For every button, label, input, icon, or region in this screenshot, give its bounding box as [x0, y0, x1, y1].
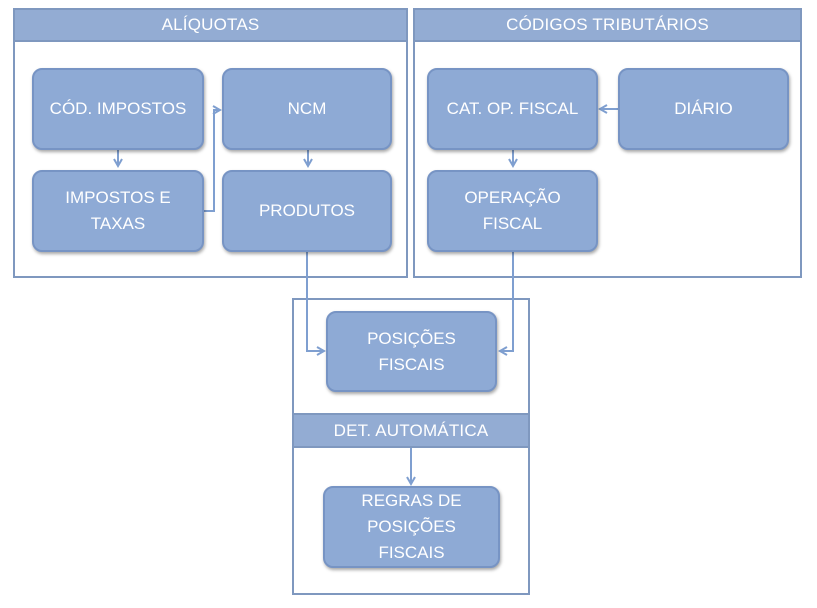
operacao-fiscal-label: OPERAÇÃO FISCAL [464, 188, 561, 233]
impostos-taxas-label: IMPOSTOS E TAXAS [65, 188, 171, 233]
impostos-taxas-box: IMPOSTOS E TAXAS [32, 170, 204, 252]
det-automatica-title: DET. AUTOMÁTICA [333, 420, 489, 440]
cod-impostos-box: CÓD. IMPOSTOS [32, 68, 204, 150]
aliquotas-title: ALÍQUOTAS [161, 15, 260, 34]
diario-label: DIÁRIO [674, 99, 733, 118]
det-automatica-header: DET. AUTOMÁTICA [292, 413, 530, 448]
regras-posicoes-label: REGRAS DE POSIÇÕES FISCAIS [361, 491, 462, 562]
regras-posicoes-box: REGRAS DE POSIÇÕES FISCAIS [323, 486, 500, 568]
diario-box: DIÁRIO [618, 68, 789, 150]
produtos-box: PRODUTOS [222, 170, 392, 252]
posicoes-fiscais-label: POSIÇÕES FISCAIS [367, 328, 456, 374]
codigos-header: CÓDIGOS TRIBUTÁRIOS [413, 8, 802, 42]
operacao-fiscal-box: OPERAÇÃO FISCAL [427, 170, 598, 252]
ncm-box: NCM [222, 68, 392, 150]
produtos-label: PRODUTOS [258, 201, 356, 220]
cat-op-fiscal-box: CAT. OP. FISCAL [427, 68, 598, 150]
cod-impostos-label: CÓD. IMPOSTOS [49, 99, 187, 118]
ncm-label: NCM [287, 99, 327, 118]
aliquotas-header: ALÍQUOTAS [13, 8, 408, 42]
codigos-title: CÓDIGOS TRIBUTÁRIOS [506, 15, 709, 34]
cat-op-fiscal-label: CAT. OP. FISCAL [446, 99, 579, 118]
posicoes-fiscais-box: POSIÇÕES FISCAIS [326, 311, 497, 392]
